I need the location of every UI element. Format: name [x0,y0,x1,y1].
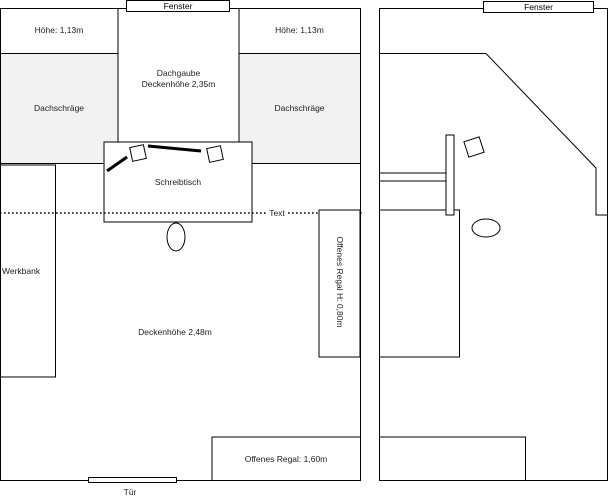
dormer-label-line1: Dachgaube [156,68,201,78]
window-right: Fenster [483,1,594,13]
shelf-bottom-label: Offenes Regal: 1,60m [244,453,328,464]
workbench-label: Werkbank [2,266,41,276]
monitor-center [147,144,202,153]
speaker-right [206,145,224,163]
right-chair [471,218,501,238]
desk [103,141,253,223]
open-shelf-bottom [211,436,361,481]
open-shelf-tall [318,209,361,358]
right-vertical-desk [445,134,455,216]
slope-left-label: Dachschräge [33,102,85,113]
chair [166,222,186,252]
monitor-left [106,155,128,173]
height-left-label: Höhe: 1,13m [34,25,84,35]
height-right-label: Höhe: 1,13m [275,25,324,35]
roof-slope-zone-left [0,53,119,164]
dotted-line-label: Text [266,208,288,219]
ceiling-height-label: Deckenhöhe 2,48m [138,327,212,337]
right-lower-cabinet [379,209,460,358]
slope-right-label: Dachschräge [274,102,325,113]
roof-slope-zone-right [238,53,361,164]
low-height-zone-left [0,8,119,54]
window-left: Fenster [126,0,230,12]
dormer-label-line2: Deckenhöhe 2,35m [141,79,216,89]
low-height-zone-right [238,8,361,54]
desk-label: Schreibtisch [154,177,202,187]
door-marker [88,477,177,483]
sloped-wall [379,53,608,216]
workbench [0,164,56,378]
speaker-left [129,144,147,162]
door-label: Tür [123,487,137,497]
shelf-tall-label: Offenes Regal H: 0,80m [335,236,345,328]
right-speaker [463,136,485,158]
dormer-zone [117,8,240,164]
right-bottom-cabinet [379,436,526,481]
